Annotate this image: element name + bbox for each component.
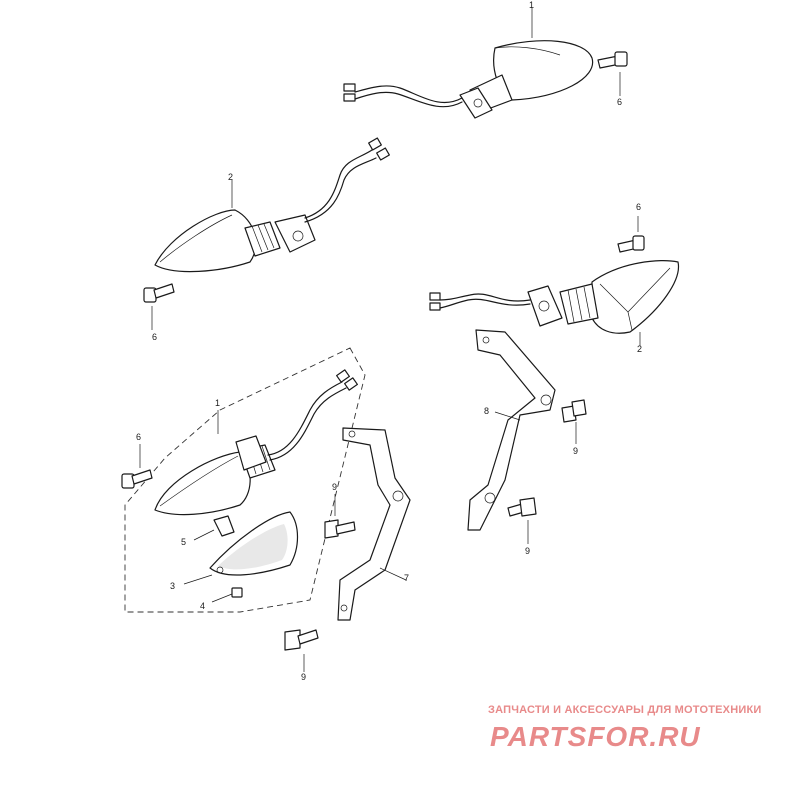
bolt-9-right-b <box>507 497 537 544</box>
callout-1-lower-left: 1 <box>215 398 220 408</box>
callout-3: 3 <box>170 581 175 591</box>
screw-5 <box>193 515 235 541</box>
callout-9-bottom: 9 <box>301 672 306 682</box>
turn-signal-lower-left <box>154 369 358 516</box>
bolt-6-mid-right <box>617 216 645 253</box>
bracket-8 <box>467 329 556 531</box>
svg-text:PARTSFOR.RU: PARTSFOR.RU <box>490 721 701 752</box>
callout-2-upper-left: 2 <box>228 172 233 182</box>
lens-3 <box>183 511 299 585</box>
callout-5: 5 <box>181 537 186 547</box>
watermark-tagline: ЗАПЧАСТИ И АКСЕССУАРЫ ДЛЯ МОТОТЕХНИКИ <box>488 704 762 716</box>
callout-1-top: 1 <box>529 0 534 10</box>
assembly-outline <box>124 347 366 613</box>
callout-7: 7 <box>404 573 409 583</box>
bolt-6-lower-left <box>121 444 153 489</box>
callout-6-upper-left: 6 <box>152 332 157 342</box>
callout-9-right-b: 9 <box>525 546 530 556</box>
bolt-9-right-a <box>561 399 587 444</box>
turn-signal-top <box>343 40 594 119</box>
callout-9-left: 9 <box>332 482 337 492</box>
callout-6-top-right: 6 <box>617 97 622 107</box>
callout-2-mid-right: 2 <box>637 344 642 354</box>
screw-4 <box>211 587 243 603</box>
callout-6-lower-left: 6 <box>136 432 141 442</box>
bolt-6-upper-left <box>143 283 175 330</box>
callout-4: 4 <box>200 601 205 611</box>
turn-signal-upper-left <box>154 137 390 273</box>
callout-6-mid-right: 6 <box>636 202 641 212</box>
bolt-9-bottom <box>284 629 319 672</box>
watermark-logo: PARTSFOR.RU <box>490 721 701 752</box>
bolt-6-top-right <box>597 51 628 96</box>
callout-9-right-a: 9 <box>573 446 578 456</box>
turn-signal-mid-right <box>429 260 680 334</box>
bracket-7 <box>337 427 411 621</box>
bolt-9-left <box>324 494 356 539</box>
callout-8: 8 <box>484 406 489 416</box>
